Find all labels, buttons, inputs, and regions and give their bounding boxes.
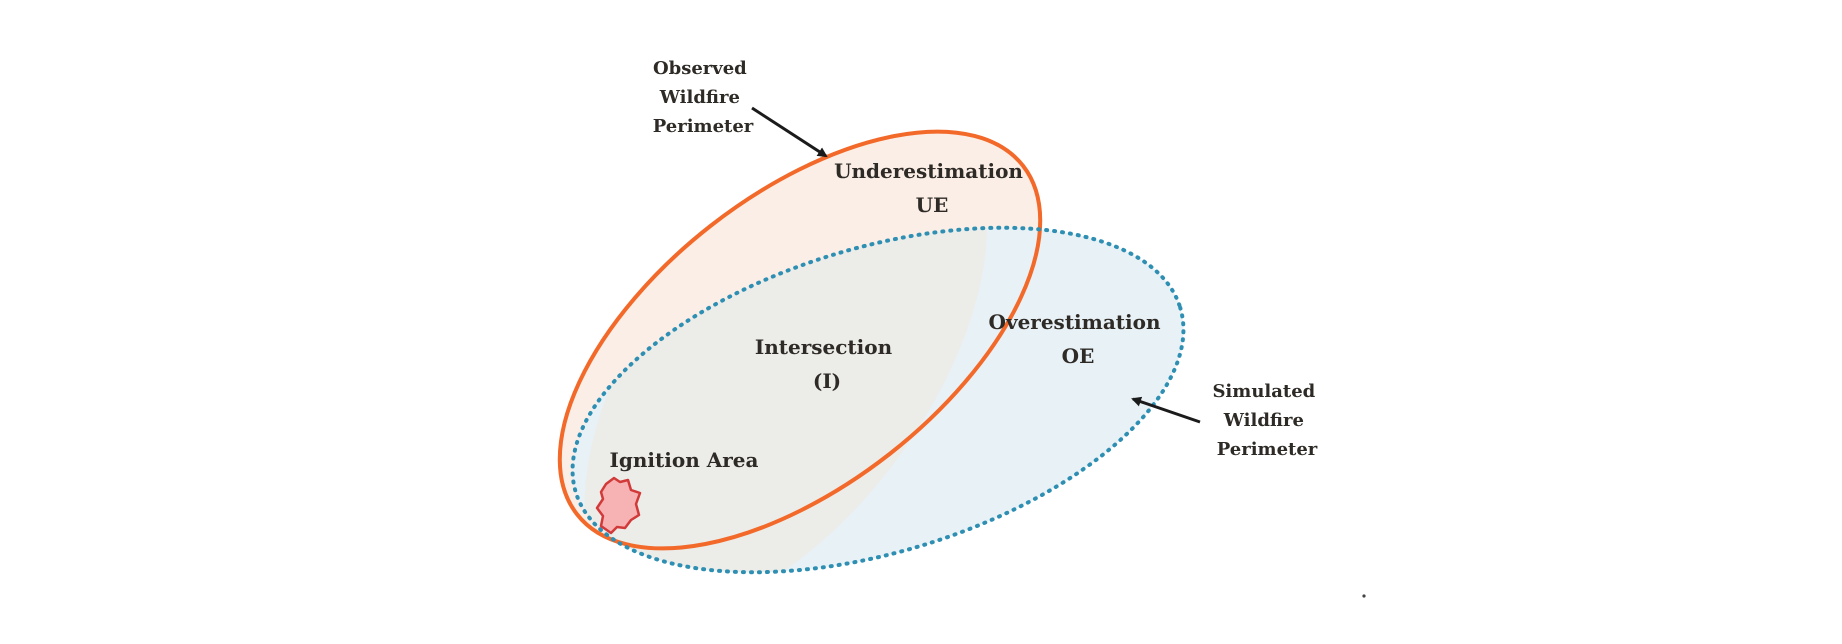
underestimation-label-line-2: UE	[916, 193, 949, 217]
stray-dot	[1362, 594, 1366, 598]
overestimation-label-line-2: OE	[1062, 344, 1095, 368]
intersection-label-line-2: (I)	[813, 369, 841, 393]
simulated-arrow	[1131, 396, 1201, 424]
overestimation-label: Overestimation OE	[989, 310, 1168, 368]
observed-label-line-1: Observed	[653, 58, 747, 79]
simulated-label-line-2: Wildfire	[1223, 410, 1304, 431]
observed-label-line-2: Wildfire	[659, 87, 740, 108]
intersection-label-line-1: Intersection	[755, 335, 893, 359]
simulated-label-line-3: Perimeter	[1217, 439, 1318, 460]
observed-arrow	[751, 106, 828, 158]
overestimation-label-line-1: Overestimation	[989, 310, 1161, 334]
simulated-perimeter-outline	[570, 225, 1186, 575]
observed-label-line-3: Perimeter	[653, 116, 754, 137]
ignition-area-label: Ignition Area	[610, 448, 759, 472]
underestimation-label: Underestimation UE	[834, 159, 1030, 217]
observed-perimeter-label: Observed Wildfire Perimeter	[653, 58, 754, 137]
intersection-label: Intersection (I)	[755, 335, 899, 393]
underestimation-label-line-1: Underestimation	[834, 159, 1023, 183]
ignition-area-shape	[595, 476, 642, 535]
observed-perimeter-outline	[557, 129, 1043, 551]
simulated-label-line-1: Simulated	[1212, 381, 1315, 402]
simulated-perimeter-label: Simulated Wildfire Perimeter	[1212, 381, 1321, 460]
